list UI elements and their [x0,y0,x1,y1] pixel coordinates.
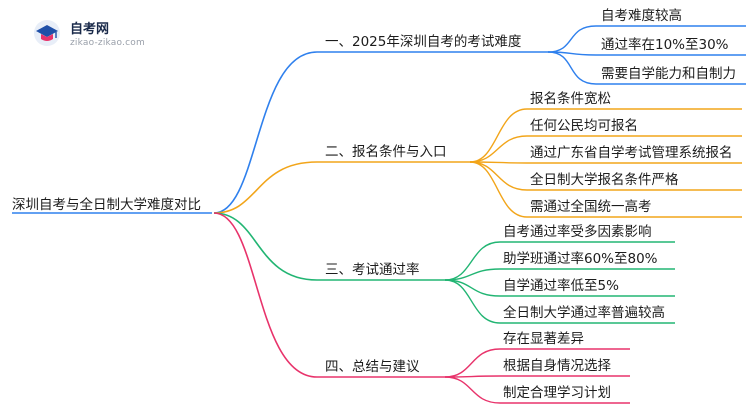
leaf-node: 自学通过率低至5% [503,278,619,294]
leaf-node: 需通过全国统一高考 [530,199,652,215]
leaf-connector [444,279,501,297]
logo-subtitle: zikao-zikao.com [70,38,145,48]
graduation-cap-icon [34,20,60,46]
leaf-connector [469,135,528,163]
branch-3-label: 三、考试通过率 [325,262,420,278]
leaf-node: 根据自身情况选择 [503,358,611,374]
leaf-node: 需要自学能力和自制力 [601,66,736,82]
branch-connector [213,212,318,281]
leaf-connector [547,51,597,85]
leaf-node: 存在显著差异 [503,331,584,347]
branch-connector [213,212,318,378]
leaf-connector [547,25,597,53]
leaf-connector [469,161,528,191]
leaf-node: 自考通过率受多因素影响 [503,224,652,240]
logo-title: 自考网 [70,22,110,37]
leaf-connector [444,241,501,281]
leaf-connector [469,108,528,163]
root-node-label: 深圳自考与全日制大学难度对比 [12,197,201,213]
branch-connector [213,51,318,214]
leaf-connector [444,376,501,404]
leaf-connector [444,279,501,324]
leaf-node: 全日制大学报名条件严格 [530,172,679,188]
leaf-connector [469,161,528,218]
leaf-node: 助学班通过率60%至80% [503,251,658,267]
branch-4-label: 四、总结与建议 [325,359,420,375]
leaf-connector [444,348,501,378]
leaf-node: 报名条件宽松 [530,91,611,107]
branch-connector [213,161,318,214]
site-logo: 自考网 zikao-zikao.com [32,16,152,52]
leaf-node: 通过广东省自学考试管理系统报名 [530,145,733,161]
branch-2-label: 二、报名条件与入口 [325,144,447,160]
leaf-node: 制定合理学习计划 [503,385,611,401]
branch-1-label: 一、2025年深圳自考的考试难度 [325,34,522,50]
leaf-node: 任何公民均可报名 [530,118,638,134]
leaf-node: 通过率在10%至30% [601,37,729,53]
leaf-node: 全日制大学通过率普遍较高 [503,305,665,321]
leaf-node: 自考难度较高 [601,8,682,24]
